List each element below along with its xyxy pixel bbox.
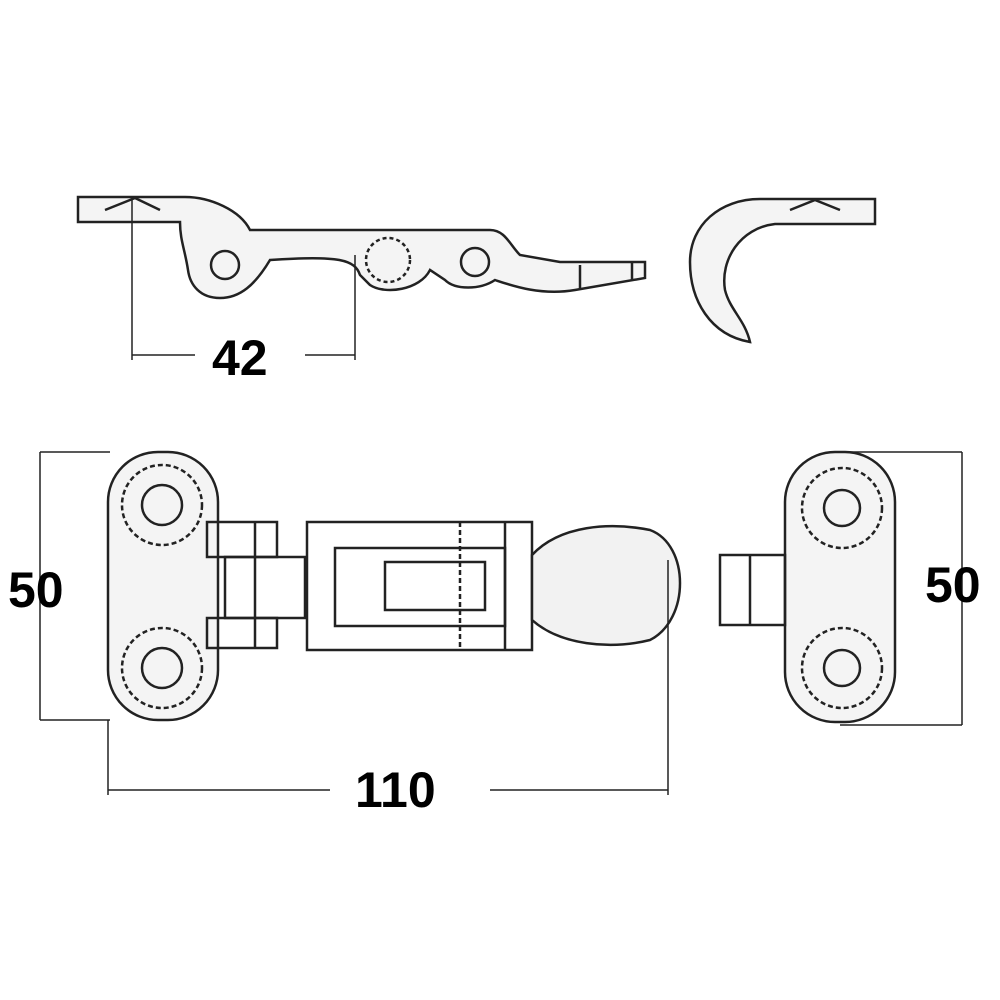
dimension-lines (39, 451, 963, 795)
dimension-label-110: 110 (355, 762, 436, 818)
dimension-42-lines (131, 198, 356, 360)
dimension-label-42: 42 (212, 330, 268, 386)
side-view-catch (688, 197, 877, 344)
dimension-label-height-right: 50 (925, 557, 981, 613)
top-view-catch-base (718, 450, 897, 724)
side-view-hook (76, 195, 647, 300)
dimension-label-height-left: 50 (8, 562, 64, 618)
top-view-hook-base (106, 450, 682, 722)
